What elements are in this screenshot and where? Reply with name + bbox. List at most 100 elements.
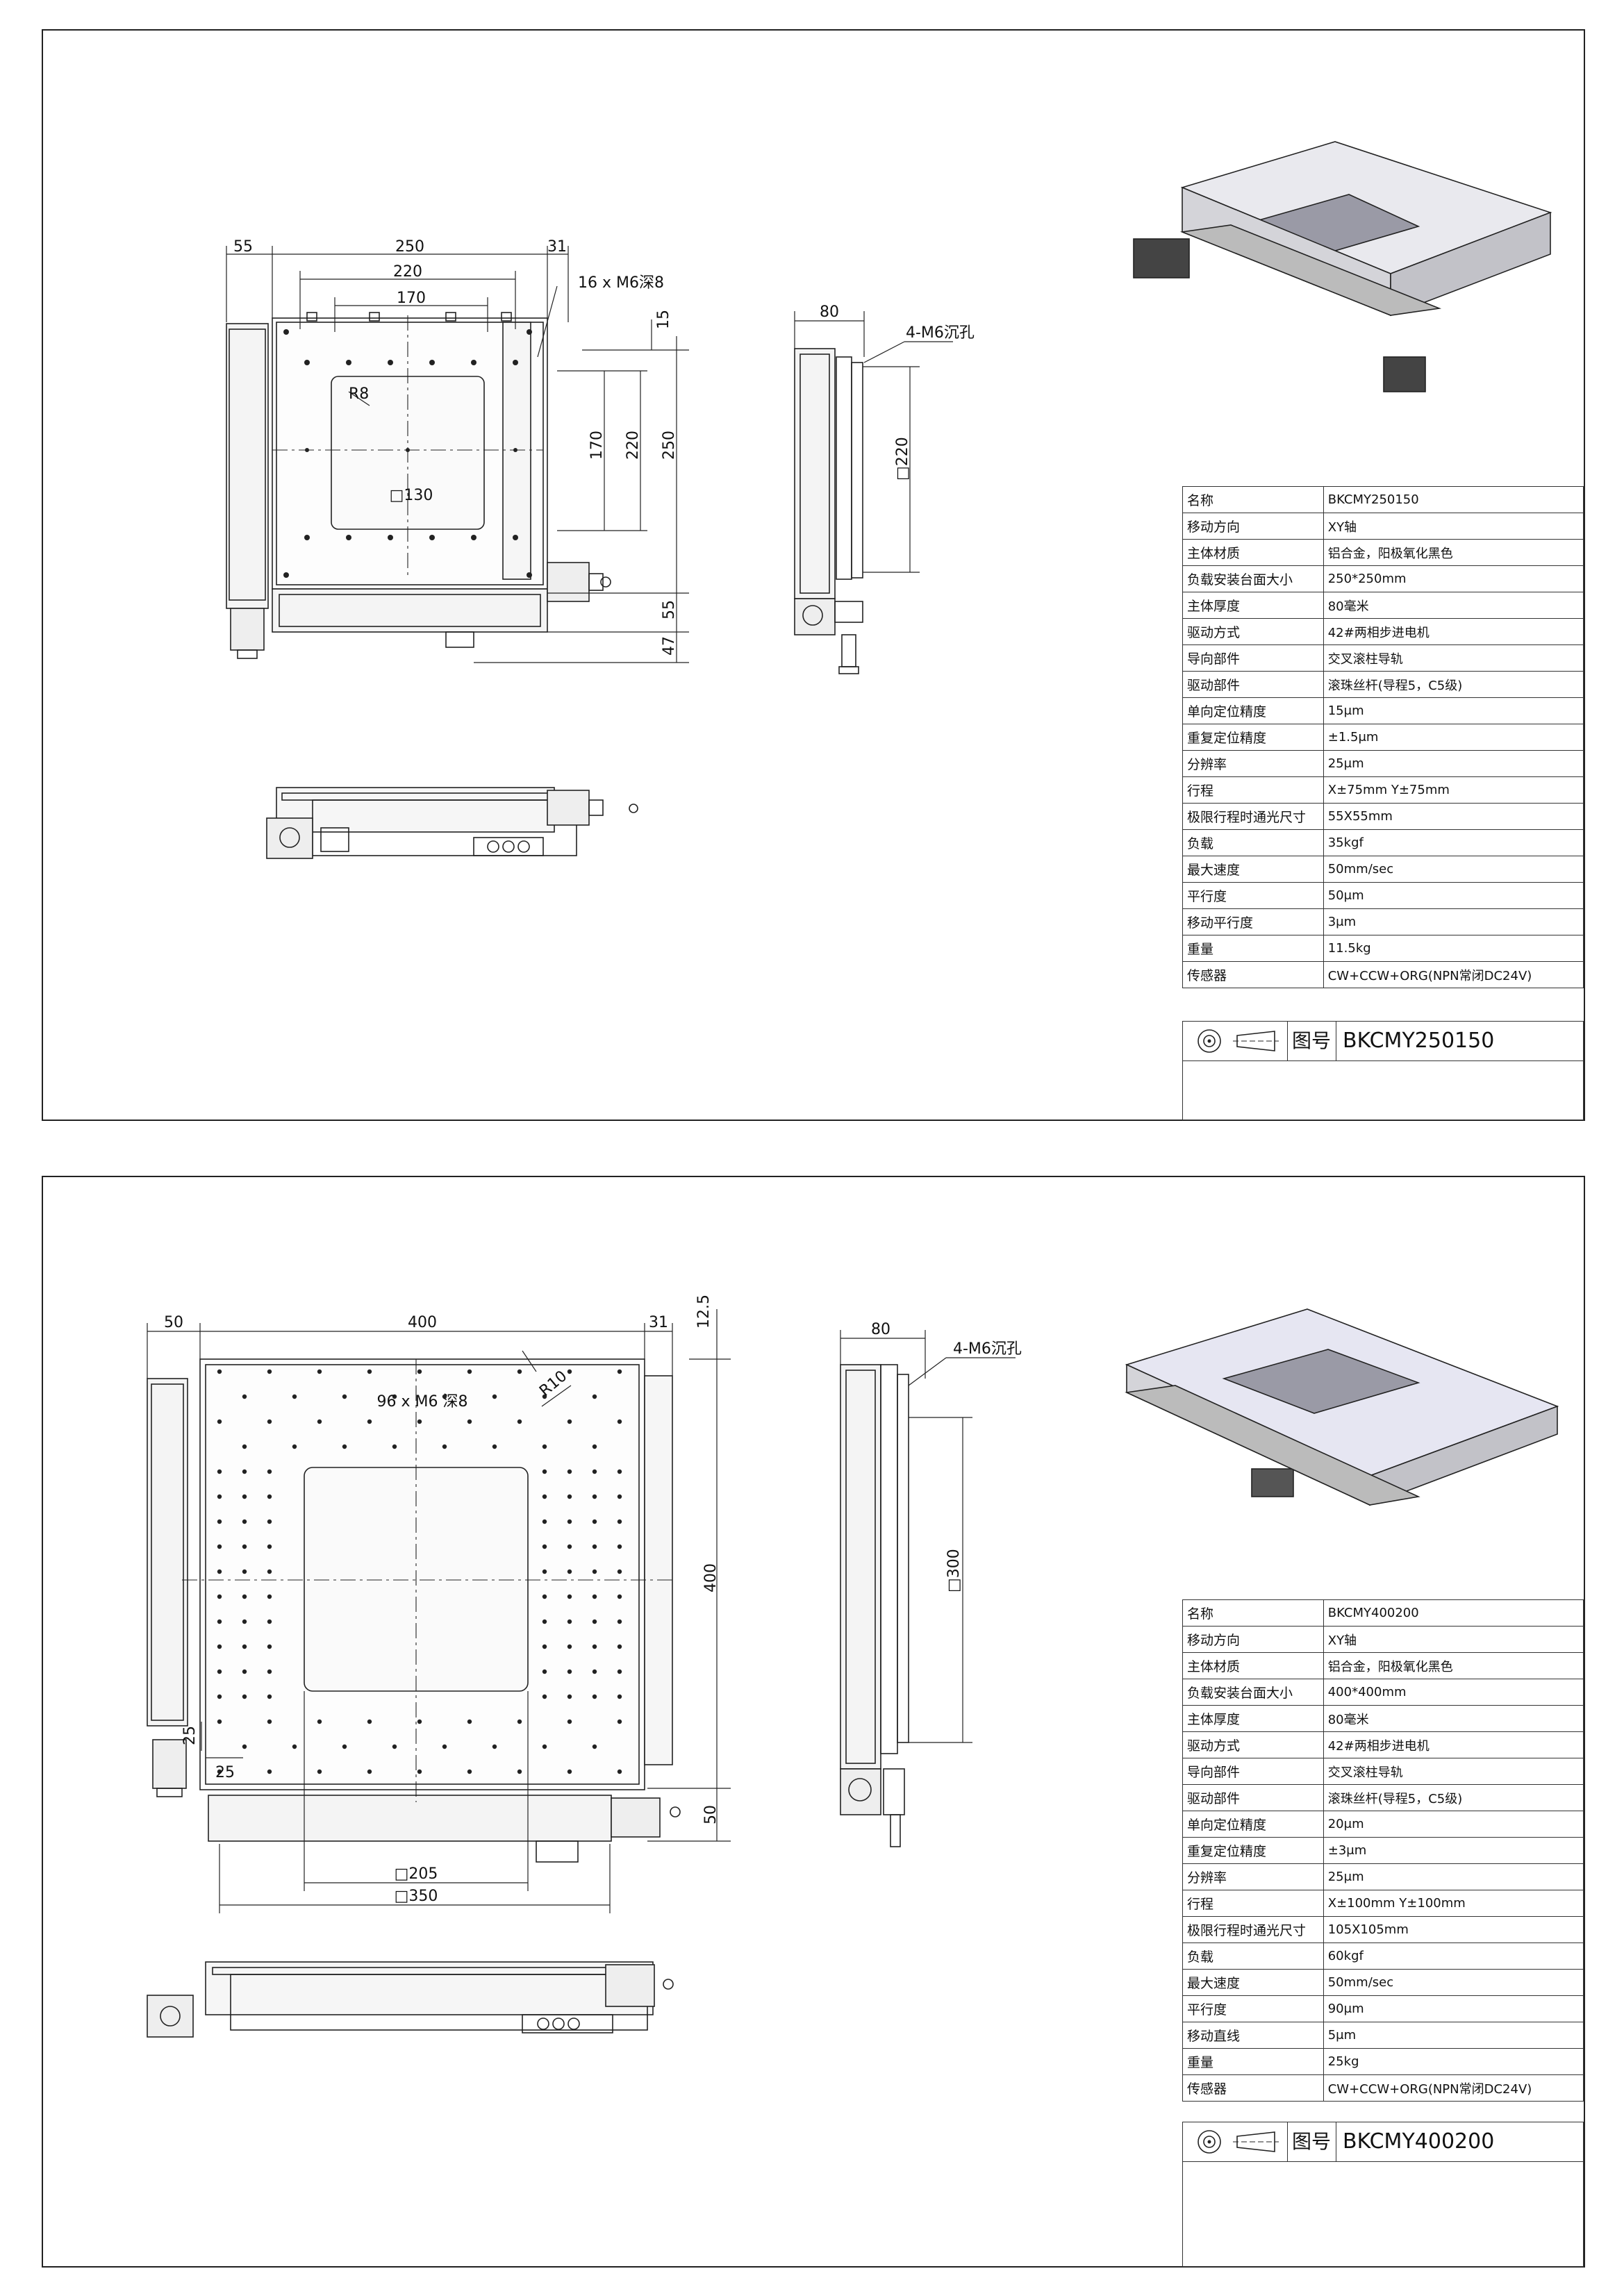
mount-hole [567,1719,572,1724]
spec-label: 单向定位精度 [1182,1811,1324,1838]
dim-note: 4-M6沉孔 [953,1340,1022,1358]
mount-hole [617,1719,622,1724]
mount-hole [267,1644,272,1649]
mount-hole [592,1744,597,1749]
spec-label: 平行度 [1182,1995,1324,2022]
mount-hole [617,1369,622,1374]
dim-text: □300 [945,1549,963,1592]
first-angle-projection-icon [1198,2130,1279,2154]
mount-hole [517,1769,522,1774]
mount-hole [592,1469,597,1474]
spec-value: 42#两相步进电机 [1323,1731,1584,1758]
spec-value: X±75mm Y±75mm [1323,776,1584,804]
spec-value: 250*250mm [1323,565,1584,592]
mount-hole [217,1519,222,1524]
spec-row: 导向部件交叉滚柱导轨 [1182,1758,1584,1785]
mount-hole [567,1594,572,1599]
mount-hole [217,1494,222,1499]
dim-text: 15 [655,310,672,329]
mount-hole [342,1394,347,1399]
mount-holes [217,1369,622,1774]
spec-value: 铝合金，阳极氧化黑色 [1323,539,1584,566]
spec-value: 20μm [1323,1811,1584,1838]
mount-hole [542,1569,547,1574]
spec-label: 名称 [1182,486,1324,513]
dim-text: 80 [820,303,839,321]
mount-hole [267,1619,272,1624]
mount-hole [542,1694,547,1699]
mount-hole [217,1594,222,1599]
mount-hole [567,1569,572,1574]
mount-hole [367,1419,372,1424]
spec-label: 驱动方式 [1182,618,1324,645]
spec-label: 分辨率 [1182,750,1324,777]
spec-row: 导向部件交叉滚柱导轨 [1182,644,1584,672]
spec-label: 驱动部件 [1182,1784,1324,1811]
dim-text: 80 [871,1321,890,1338]
mount-hole [542,1669,547,1674]
mount-hole [592,1694,597,1699]
spec-value: 25kg [1323,2048,1584,2075]
spec-value: ±1.5μm [1323,724,1584,751]
mount-hole [617,1694,622,1699]
spec-value: 滚珠丝杆(导程5，C5级) [1323,671,1584,698]
spec-value: 15μm [1323,697,1584,724]
spec-row: 驱动部件滚珠丝杆(导程5，C5级) [1182,1784,1584,1811]
spec-value: X±100mm Y±100mm [1323,1890,1584,1917]
mount-hole [342,1444,347,1449]
dim-note: 96 x M6 深8 [377,1393,468,1411]
mount-hole [417,1369,422,1374]
mount-hole [617,1519,622,1524]
mount-hole [617,1469,622,1474]
spec-label: 主体材质 [1182,1652,1324,1679]
mount-hole [217,1694,222,1699]
dim-text: 12.5 [695,1295,713,1329]
mount-hole [592,1494,597,1499]
mount-hole [617,1544,622,1549]
dim-text: 55 [233,238,253,256]
spec-value: 50mm/sec [1323,856,1584,883]
mount-hole [542,1469,547,1474]
dim-note: 25 [181,1726,199,1745]
spec-label: 驱动部件 [1182,671,1324,698]
spec-value: 铝合金，阳极氧化黑色 [1323,1652,1584,1679]
mount-hole [542,1744,547,1749]
spec-value: 80毫米 [1323,592,1584,619]
mount-hole [617,1494,622,1499]
spec-value: BKCMY250150 [1323,486,1584,513]
spec-row: 驱动部件滚珠丝杆(导程5，C5级) [1182,671,1584,698]
spec-value: 55X55mm [1323,803,1584,830]
spec-label: 负载 [1182,1943,1324,1970]
spec-row: 重复定位精度±1.5μm [1182,724,1584,751]
mount-hole [242,1619,247,1624]
mount-hole [242,1469,247,1474]
mount-hole [417,1719,422,1724]
mount-hole [517,1419,522,1424]
mount-hole [492,1444,497,1449]
spec-value: 42#两相步进电机 [1323,618,1584,645]
drawing-number: BKCMY400200 [1343,2129,1495,2154]
side-view [794,348,863,674]
mount-hole [592,1594,597,1599]
title-block-blank [1182,2161,1584,2267]
spec-label: 移动方向 [1182,1626,1324,1653]
spec-row: 主体材质铝合金，阳极氧化黑色 [1182,539,1584,566]
mount-hole [592,1619,597,1624]
spec-value: 50μm [1323,882,1584,909]
dim-text: □220 [894,437,911,481]
spec-value: 滚珠丝杆(导程5，C5级) [1323,1784,1584,1811]
spec-label: 驱动方式 [1182,1731,1324,1758]
spec-label: 最大速度 [1182,856,1324,883]
dim-text: 31 [649,1314,668,1331]
mount-hole [217,1644,222,1649]
mount-hole [567,1619,572,1624]
spec-label: 移动直线 [1182,2022,1324,2049]
